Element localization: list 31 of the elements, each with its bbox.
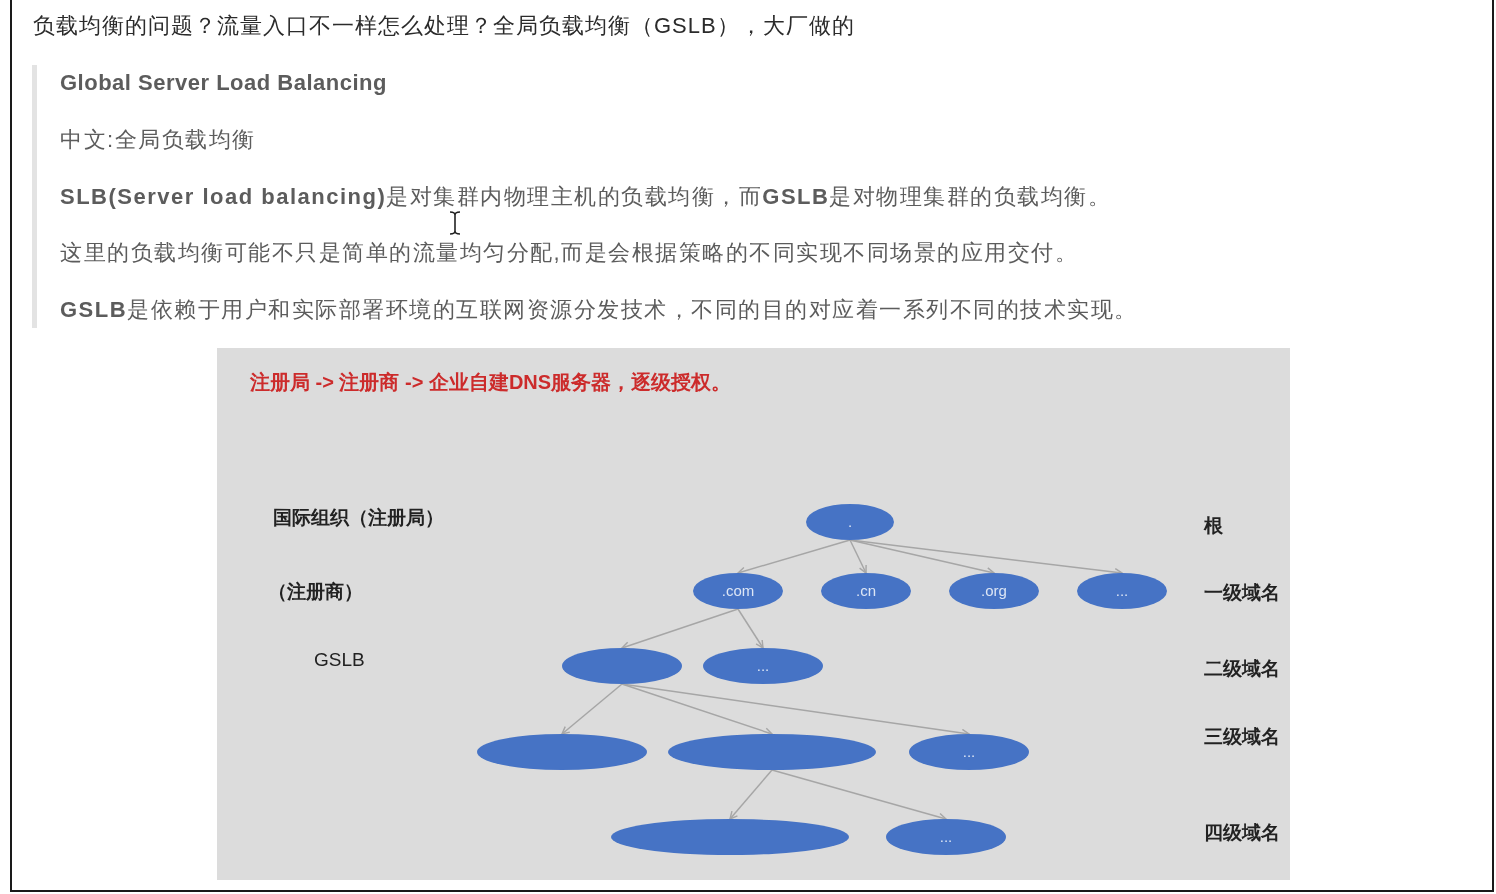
node-label: .com (721, 582, 755, 600)
level-label: （注册商） (268, 580, 363, 604)
node-label: ... (939, 828, 953, 846)
quote-text: 中文:全局负载均衡 (60, 126, 256, 154)
level-label: 四级域名 (1204, 821, 1280, 845)
node-label: .org (981, 582, 1007, 600)
node-label: ... (756, 657, 770, 675)
arrow (737, 539, 851, 576)
quote-text: GSLB是依赖于用户和实际部署环境的互联网资源分发技术，不同的目的对应着一系列不同的技术实现。 (60, 296, 1138, 324)
level-label: GSLB (314, 648, 365, 672)
level-label: 二级域名 (1204, 657, 1280, 681)
node-label: . (847, 513, 853, 531)
arrow (561, 683, 623, 735)
quote-text: Global Server Load Balancing (60, 69, 387, 97)
arrow (621, 683, 773, 736)
arrow (737, 608, 764, 649)
heading: 负载均衡的问题？流量入口不一样怎么处理？全局负载均衡（GSLB），大厂做的 (33, 12, 855, 40)
annotation-text: 注册局 -> 注册商 -> 企业自建DNS服务器，逐级授权。 (250, 370, 732, 395)
arrow (771, 769, 947, 822)
quote-text: 这里的负载均衡可能不只是简单的流量均匀分配,而是会根据策略的不同实现不同场景的应用交付。 (60, 239, 1079, 267)
arrow (729, 769, 773, 820)
level-label: 国际组织（注册局） (273, 506, 444, 530)
node-label: .cn (856, 582, 876, 600)
node-label: ... (962, 743, 976, 761)
quote-text: SLB(Server load balancing)是对集群内物理主机的负载均衡，而GSLB是对物理集群的负载均衡。 (60, 183, 1112, 211)
level-label: 一级域名 (1204, 581, 1280, 605)
node-label: ... (1115, 582, 1129, 600)
arrow (849, 539, 867, 574)
level-label: 三级域名 (1204, 725, 1280, 749)
arrow (621, 608, 739, 650)
level-label: 根 (1204, 514, 1223, 538)
